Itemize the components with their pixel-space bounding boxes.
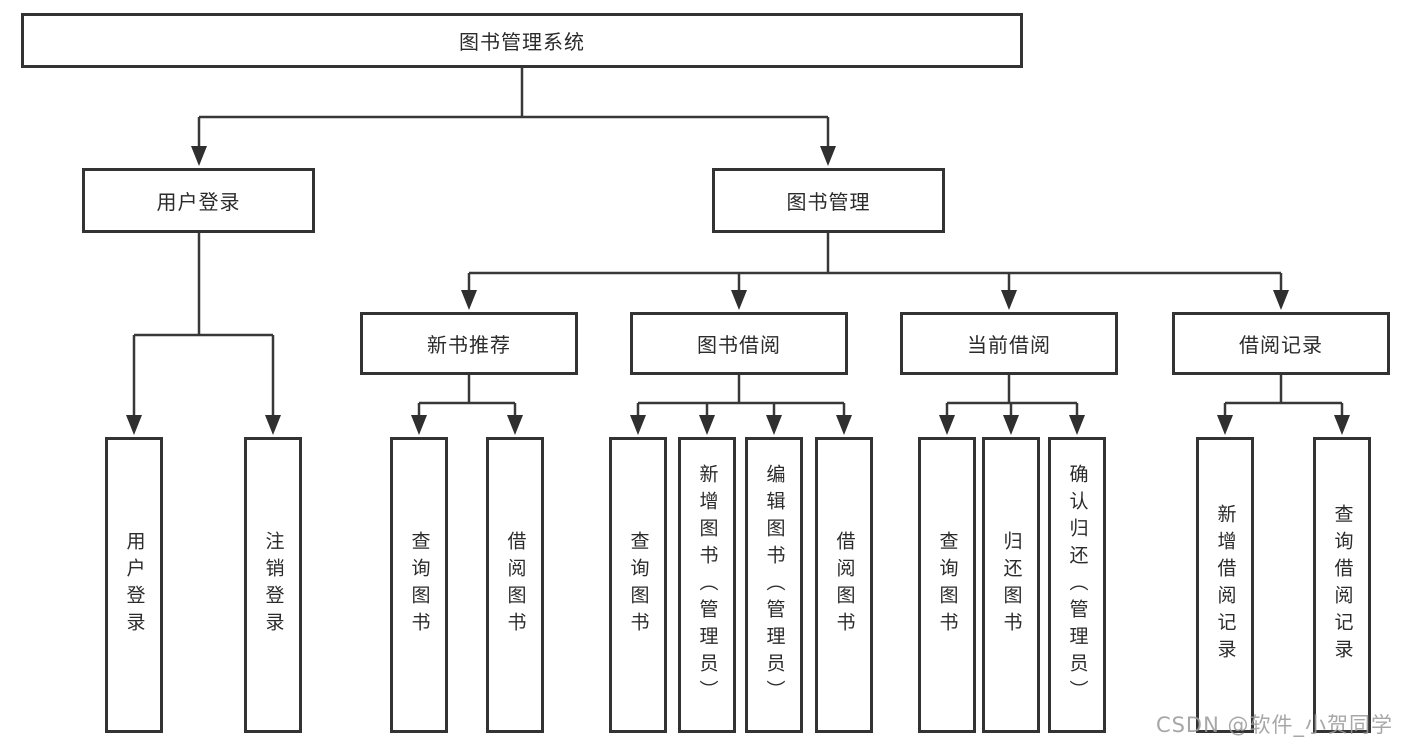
- node-label: 借阅图书: [504, 531, 527, 639]
- node-label: 新增借阅记录: [1214, 504, 1237, 666]
- node-current-borrowing: 当前借阅: [900, 312, 1118, 375]
- node-label: 图书管理系统: [459, 30, 585, 54]
- node-label: 用户登录: [123, 531, 146, 639]
- leaf-add-borrow-record: 新增借阅记录: [1196, 437, 1254, 733]
- leaf-logout: 注销登录: [244, 437, 302, 733]
- node-label: 查询图书: [627, 531, 650, 639]
- node-label: 查询图书: [936, 531, 959, 639]
- leaf-confirm-return-admin: 确认归还（管理员）: [1048, 437, 1106, 733]
- node-label: 查询借阅记录: [1331, 504, 1354, 666]
- leaf-query-books-1: 查询图书: [390, 437, 448, 733]
- node-label: 用户登录: [156, 190, 241, 214]
- node-label: 归还图书: [1000, 531, 1023, 639]
- node-user-login: 用户登录: [82, 168, 315, 233]
- node-label: 借阅记录: [1239, 333, 1323, 357]
- node-book-borrowing: 图书借阅: [630, 312, 848, 375]
- leaf-query-borrow-record: 查询借阅记录: [1313, 437, 1371, 733]
- leaf-add-books-admin: 新增图书（管理员）: [678, 437, 736, 733]
- leaf-borrow-books-2: 借阅图书: [815, 437, 873, 733]
- node-label: 查询图书: [408, 531, 431, 639]
- csdn-watermark: CSDN @软件_小贺同学: [1155, 713, 1393, 737]
- leaf-query-books-2: 查询图书: [609, 437, 667, 733]
- node-label: 当前借阅: [967, 333, 1051, 357]
- node-label: 新书推荐: [427, 333, 511, 357]
- leaf-user-login: 用户登录: [105, 437, 163, 733]
- leaf-query-books-3: 查询图书: [918, 437, 976, 733]
- node-label: 图书管理: [786, 190, 871, 214]
- leaf-return-books: 归还图书: [982, 437, 1040, 733]
- node-label: 借阅图书: [833, 531, 856, 639]
- node-label: 编辑图书（管理员）: [763, 463, 786, 707]
- node-label: 注销登录: [262, 531, 285, 639]
- node-new-book-recommendation: 新书推荐: [360, 312, 578, 375]
- node-label: 确认归还（管理员）: [1066, 463, 1089, 707]
- node-borrowing-records: 借阅记录: [1172, 312, 1390, 375]
- node-book-management: 图书管理: [712, 168, 945, 233]
- node-library-management-system: 图书管理系统: [21, 13, 1023, 68]
- leaf-borrow-books-1: 借阅图书: [486, 437, 544, 733]
- node-label: 图书借阅: [697, 333, 781, 357]
- node-label: 新增图书（管理员）: [696, 463, 719, 707]
- leaf-edit-books-admin: 编辑图书（管理员）: [745, 437, 803, 733]
- arrowhead-icons: [126, 146, 1350, 435]
